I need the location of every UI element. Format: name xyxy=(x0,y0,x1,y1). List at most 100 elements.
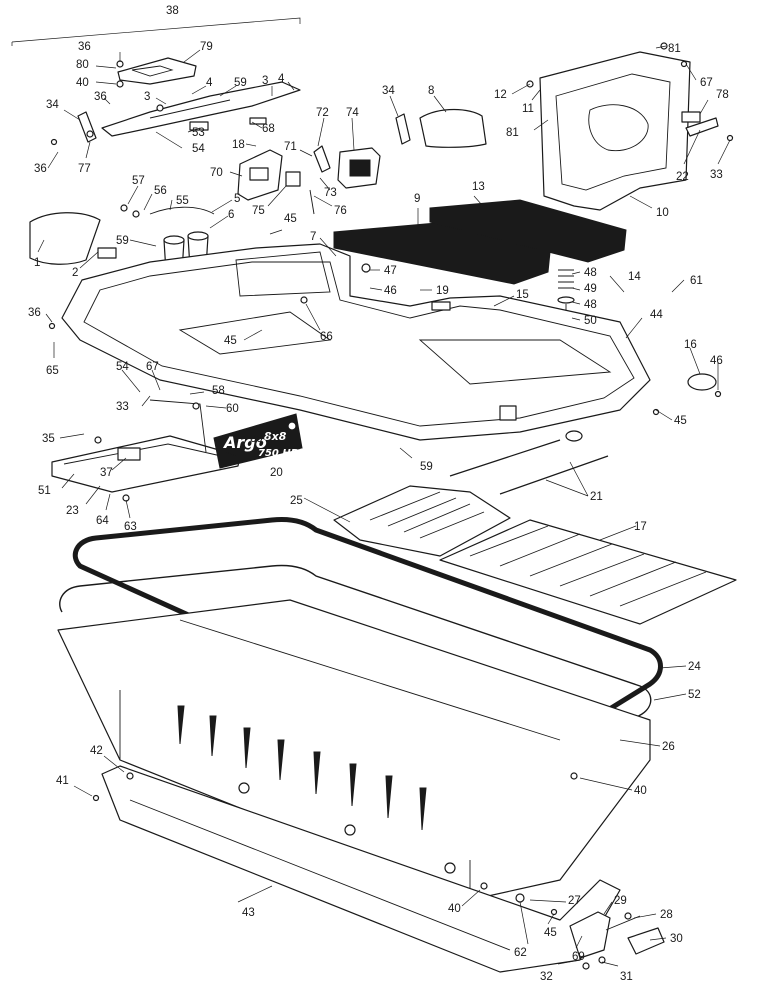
front-rail-assembly xyxy=(51,399,241,493)
callout-43: 43 xyxy=(242,907,255,919)
callout-36: 36 xyxy=(94,91,107,103)
callout-48: 48 xyxy=(584,299,597,311)
right-bracket xyxy=(395,113,411,145)
rear-panel xyxy=(539,51,719,211)
callout-41: 41 xyxy=(56,775,69,787)
callout-30: 30 xyxy=(670,933,683,945)
callout-42: 42 xyxy=(90,745,103,757)
callout-7: 7 xyxy=(310,231,316,243)
callout-53: 53 xyxy=(192,127,205,139)
callout-15: 15 xyxy=(516,289,529,301)
logo-sub: 750 HDi xyxy=(258,448,303,459)
callout-47: 47 xyxy=(384,265,397,277)
left-bracket xyxy=(77,111,97,143)
callout-37: 37 xyxy=(100,467,113,479)
logo-model: 8x8 xyxy=(264,430,287,443)
callout-61: 61 xyxy=(690,275,703,287)
callout-52: 52 xyxy=(688,689,701,701)
callout-17: 17 xyxy=(634,521,647,533)
callout-1: 1 xyxy=(34,257,40,269)
logo-brand: Argo xyxy=(222,433,267,452)
switch-panel xyxy=(337,147,381,189)
callout-25: 25 xyxy=(290,495,303,507)
hull-ribs xyxy=(177,705,427,831)
callout-26: 26 xyxy=(662,741,675,753)
callout-62: 62 xyxy=(514,947,527,959)
logo-decal: Argo 8x8 750 HDi xyxy=(213,413,303,469)
callout-67: 67 xyxy=(146,361,159,373)
callout-39: 39 xyxy=(250,433,263,445)
callout-3: 3 xyxy=(262,75,268,87)
callout-45: 45 xyxy=(224,335,237,347)
side-grommet xyxy=(687,373,717,391)
callout-4: 4 xyxy=(278,73,285,85)
callout-48: 48 xyxy=(584,267,597,279)
callout-80: 80 xyxy=(76,59,89,71)
callout-18: 18 xyxy=(232,139,245,151)
dash-lid xyxy=(117,57,197,85)
callout-60: 60 xyxy=(226,403,239,415)
callout-14: 14 xyxy=(628,271,641,283)
callout-73: 73 xyxy=(324,187,337,199)
callout-34: 34 xyxy=(382,85,395,97)
seat-cushion-rear xyxy=(429,199,627,263)
callout-28: 28 xyxy=(660,909,673,921)
callout-33: 33 xyxy=(710,169,723,181)
trim-strip xyxy=(59,564,652,775)
callout-16: 16 xyxy=(684,339,697,351)
callout-54: 54 xyxy=(116,361,129,373)
callout-38: 38 xyxy=(166,5,179,17)
callout-46: 46 xyxy=(384,285,397,297)
callout-33: 33 xyxy=(116,401,129,413)
callout-40: 40 xyxy=(634,785,647,797)
dash-top-panel xyxy=(101,81,301,137)
callout-27: 27 xyxy=(568,895,581,907)
callout-40: 40 xyxy=(76,77,89,89)
hitch-assembly xyxy=(569,911,665,959)
callout-4: 4 xyxy=(206,77,213,89)
callout-55: 55 xyxy=(176,195,189,207)
callout-59: 59 xyxy=(116,235,129,247)
callout-81: 81 xyxy=(506,127,519,139)
callout-69: 69 xyxy=(572,951,585,963)
callout-23: 23 xyxy=(66,505,79,517)
callout-81: 81 xyxy=(668,43,681,55)
callout-49: 49 xyxy=(584,283,597,295)
leader-lines xyxy=(37,45,731,967)
callout-13: 13 xyxy=(472,181,485,193)
callout-56: 56 xyxy=(154,185,167,197)
callout-75: 75 xyxy=(252,205,265,217)
callout-32: 32 xyxy=(540,971,553,983)
callout-79: 79 xyxy=(200,41,213,53)
callout-9: 9 xyxy=(414,193,420,205)
callout-76: 76 xyxy=(334,205,347,217)
callout-34: 34 xyxy=(46,99,59,111)
callout-72: 72 xyxy=(316,107,329,119)
callout-58: 58 xyxy=(212,385,225,397)
callout-20: 20 xyxy=(270,467,283,479)
callout-68: 68 xyxy=(262,123,275,135)
small-block xyxy=(97,247,117,259)
callout-51: 51 xyxy=(38,485,51,497)
lower-hull xyxy=(57,599,651,901)
callout-21: 21 xyxy=(590,491,603,503)
callout-29: 29 xyxy=(614,895,627,907)
callout-12: 12 xyxy=(494,89,507,101)
callout-45: 45 xyxy=(544,927,557,939)
rods xyxy=(449,430,609,495)
assembly-bracket-38 xyxy=(11,17,301,46)
callout-59: 59 xyxy=(234,77,247,89)
gauge-housing xyxy=(237,149,283,201)
hose xyxy=(149,206,215,215)
callout-45: 45 xyxy=(284,213,297,225)
callout-59: 59 xyxy=(420,461,433,473)
callout-70: 70 xyxy=(210,167,223,179)
callout-50: 50 xyxy=(584,315,597,327)
skid-plate xyxy=(101,765,621,973)
callout-77: 77 xyxy=(78,163,91,175)
callout-57: 57 xyxy=(132,175,145,187)
callout-78: 78 xyxy=(716,89,729,101)
callout-66: 66 xyxy=(320,331,333,343)
callout-36: 36 xyxy=(28,307,41,319)
cover-panel xyxy=(419,108,487,148)
